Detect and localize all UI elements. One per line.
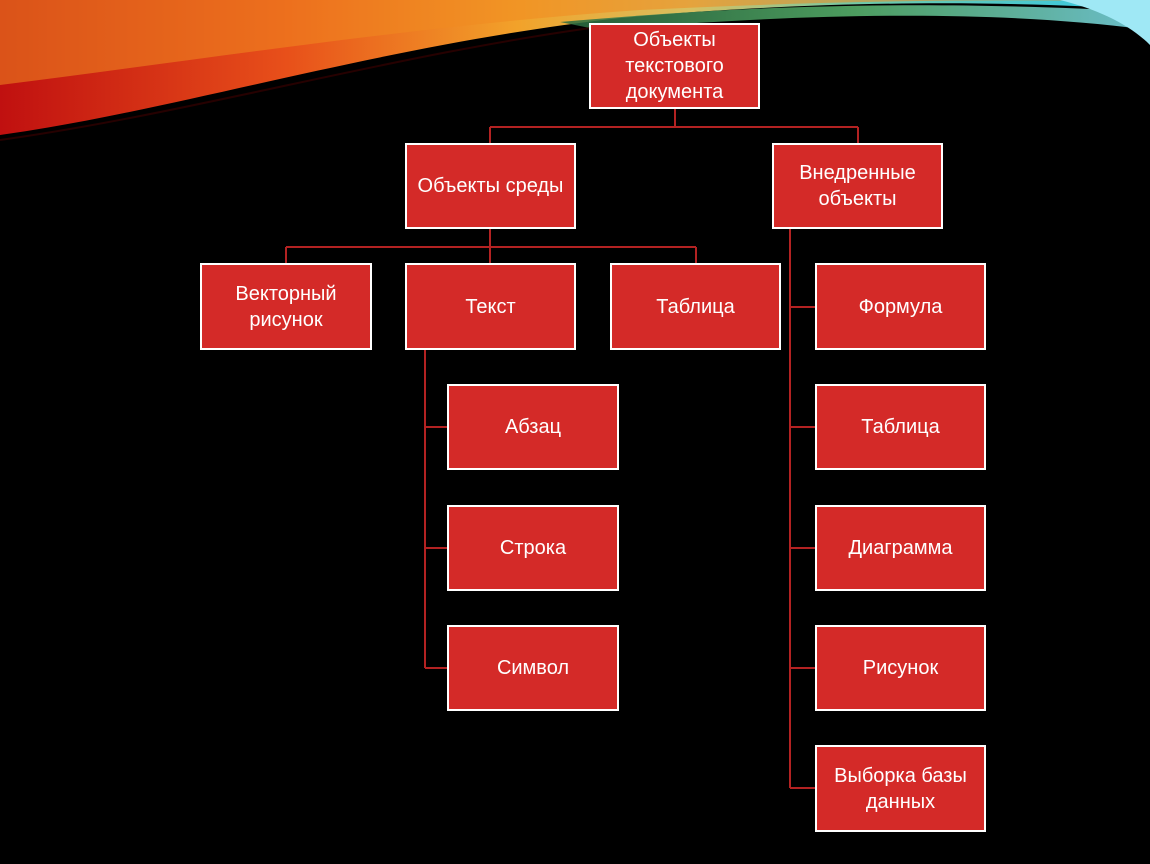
node-text: Текст — [405, 263, 576, 350]
node-line-label: Строка — [499, 537, 567, 559]
node-root-label: Объекты текстового документа — [625, 29, 724, 103]
decorative-swoosh — [0, 0, 1150, 141]
node-formula: Формула — [815, 263, 986, 350]
node-chart: Диаграмма — [815, 505, 986, 591]
node-table-env: Таблица — [610, 263, 781, 350]
node-text-label: Текст — [465, 295, 516, 318]
node-env-objects-label: Объекты среды — [417, 175, 564, 197]
node-embedded-objects-label: Внедренные объекты — [799, 162, 916, 210]
node-table-env-label: Таблица — [656, 295, 735, 318]
node-paragraph-label: Абзац — [504, 416, 562, 438]
node-symbol: Символ — [447, 625, 619, 711]
node-embedded-objects: Внедренные объекты — [772, 143, 943, 229]
node-root: Объекты текстового документа — [589, 23, 760, 109]
node-line: Строка — [447, 505, 619, 591]
node-chart-label: Диаграмма — [848, 537, 953, 559]
node-env-objects: Объекты среды — [405, 143, 576, 229]
node-table-embedded: Таблица — [815, 384, 986, 470]
node-table-embedded-label: Таблица — [861, 416, 940, 438]
node-picture: Рисунок — [815, 625, 986, 711]
node-symbol-label: Символ — [496, 657, 570, 679]
node-db-query-label: Выборка базы данных — [834, 764, 967, 813]
node-paragraph: Абзац — [447, 384, 619, 470]
node-formula-label: Формула — [858, 295, 943, 318]
node-db-query: Выборка базы данных — [815, 745, 986, 832]
node-picture-label: Рисунок — [862, 657, 939, 679]
node-vector-drawing-label: Векторный рисунок — [235, 282, 337, 331]
node-vector-drawing: Векторный рисунок — [200, 263, 372, 350]
